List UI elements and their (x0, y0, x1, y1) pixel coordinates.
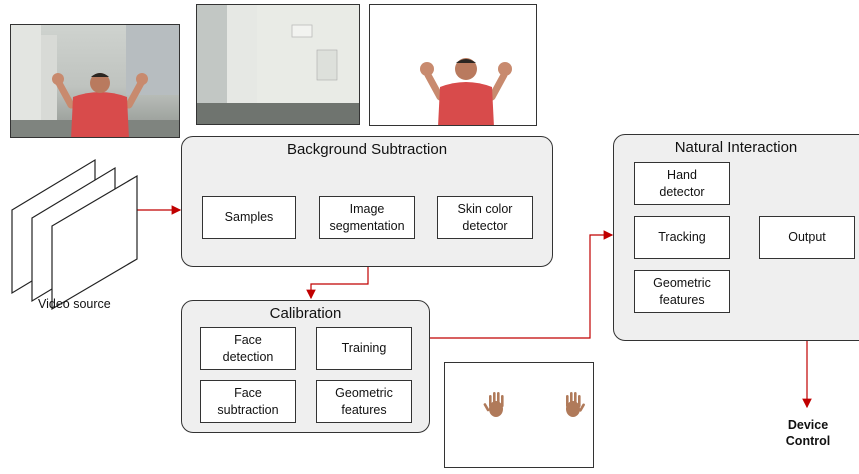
background-subtraction-title: Background Subtraction (286, 141, 448, 158)
photo-background-frame (196, 4, 360, 125)
natural-interaction-title: Natural Interaction (674, 139, 798, 156)
connector-background-to-calibration (306, 267, 369, 300)
background-scene (197, 5, 359, 124)
step-samples: Samples (202, 196, 296, 239)
step-output: Output (759, 216, 855, 259)
step-geometric-features-calibration: Geometric features (316, 380, 412, 423)
device-control-label: Device Control (785, 418, 831, 449)
hand-icon (483, 392, 585, 417)
step-skin-color-detector: Skin color detector (437, 196, 533, 239)
step-image-segmentation: Image segmentation (319, 196, 415, 239)
step-tracking: Tracking (634, 216, 730, 259)
step-geometric-features-interaction: Geometric features (634, 270, 730, 313)
video-source-label: Video source (38, 297, 111, 311)
step-face-detection: Face detection (200, 327, 296, 370)
step-hand-detector: Hand detector (634, 162, 730, 205)
person-figure (11, 25, 179, 137)
step-face-subtraction: Face subtraction (200, 380, 296, 423)
photo-detected-hands (444, 362, 594, 468)
person-silhouette (420, 58, 512, 125)
photo-original-frame (10, 24, 180, 138)
photo-subtracted-person (369, 4, 537, 126)
calibration-title: Calibration (269, 305, 342, 322)
step-training: Training (316, 327, 412, 370)
connector-calibration-to-interaction (430, 230, 614, 339)
